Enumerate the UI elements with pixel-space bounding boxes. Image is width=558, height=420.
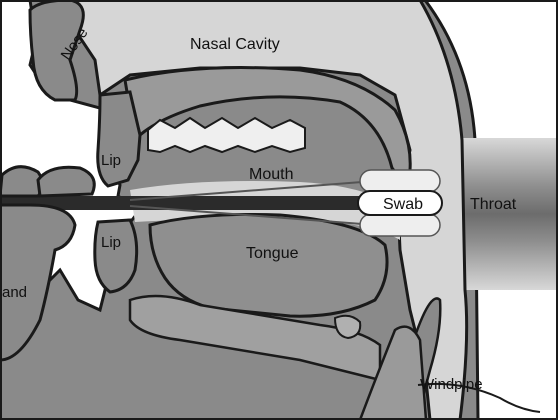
label-swab: Swab — [383, 196, 423, 213]
swab-ghost-upper — [360, 170, 440, 192]
swab-ghost-lower — [360, 214, 440, 236]
label-lip-lower: Lip — [101, 234, 121, 251]
finger — [38, 167, 94, 196]
label-windpipe: Windpipe — [420, 376, 483, 393]
label-hand: and — [2, 284, 27, 301]
thumb — [0, 167, 43, 196]
label-nasal-cavity: Nasal Cavity — [190, 36, 280, 53]
lower-lip — [95, 220, 137, 292]
label-mouth: Mouth — [249, 166, 293, 183]
upper-lip — [98, 92, 140, 186]
label-throat: Throat — [470, 196, 517, 213]
label-lip-upper: Lip — [101, 152, 121, 169]
label-tongue: Tongue — [246, 245, 299, 262]
